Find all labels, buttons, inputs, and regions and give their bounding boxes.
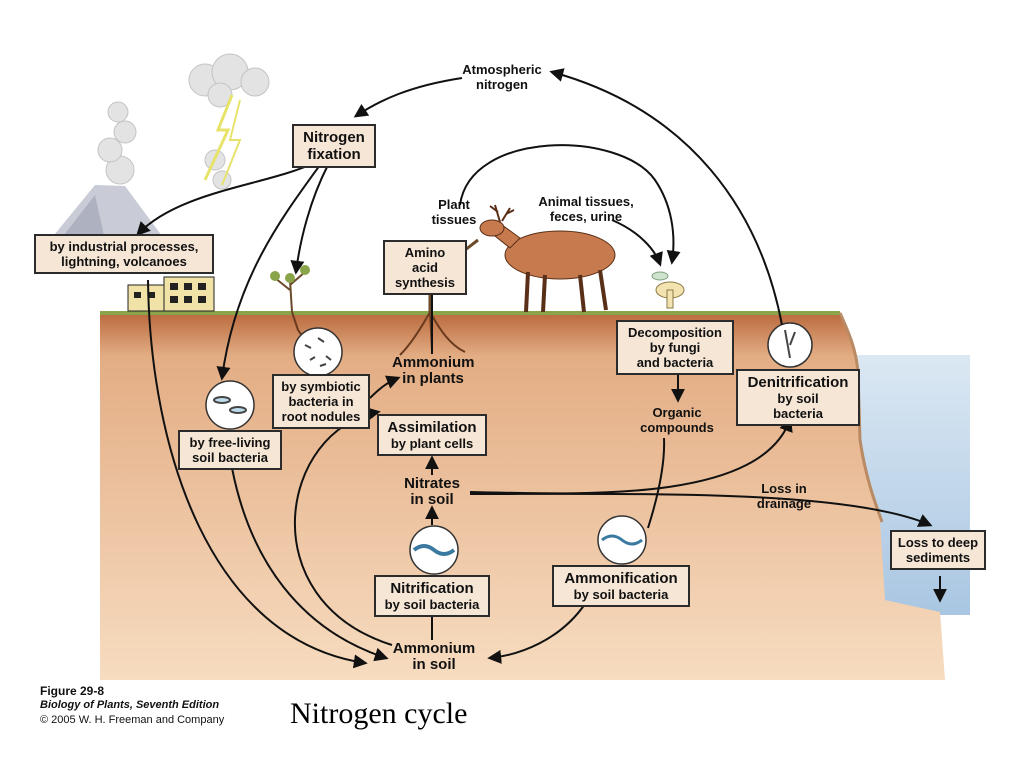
arrow-drainage-to-sediments <box>469 492 933 527</box>
arrow-atmosphere-to-fixation <box>353 77 463 118</box>
figure-number: Figure 29-8 <box>40 684 105 698</box>
arrow-industrial-to-ammonium-soil <box>147 279 368 669</box>
arrow-fixation-to-industrial <box>136 161 317 237</box>
box-industrial-processes: by industrial processes,lightning, volca… <box>34 234 214 274</box>
book-title: Biology of Plants, Seventh Edition <box>40 699 220 711</box>
deer <box>479 204 616 313</box>
arrow-free-living-to-ammonium-soil <box>231 467 389 662</box>
label-animal-tissues: Animal tissues,feces, urine <box>538 194 634 224</box>
arrow-fixation-to-symbiotic <box>290 164 329 275</box>
arrow-ammonification-to-ammonium-soil <box>487 603 586 664</box>
cliff-edge <box>838 312 884 523</box>
arrow-symbiotic-to-ammonium-plants <box>369 375 401 399</box>
symbiotic-bacteria-illustration <box>293 327 343 377</box>
factory <box>127 276 215 312</box>
arrow-fixation-to-free-living <box>216 164 321 381</box>
slide-title: Nitrogen cycle <box>290 697 468 730</box>
fungi <box>651 271 685 309</box>
arrow-animal-tissues-to-decomposition <box>611 219 663 267</box>
arrow-plant-to-animal-tissues <box>459 144 681 265</box>
lightning <box>203 94 234 181</box>
arrow-denitrification-to-atmosphere <box>549 68 783 326</box>
smoke <box>97 53 270 190</box>
free-living-bacteria-illustration <box>205 380 255 430</box>
copyright: © 2005 W. H. Freeman and Company <box>40 714 225 726</box>
